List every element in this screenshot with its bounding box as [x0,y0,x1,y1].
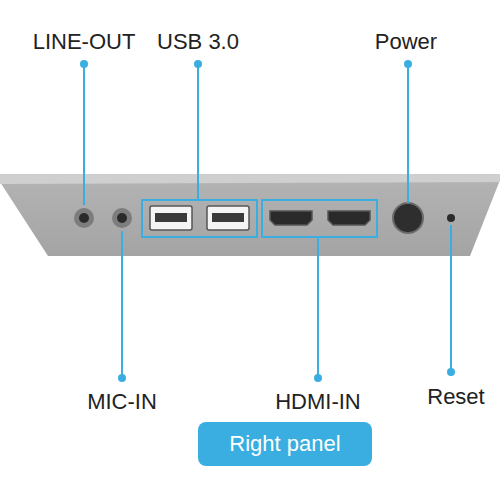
usb-group-frame [142,200,257,237]
panel-top-edge [0,174,500,184]
port-label: Reset [427,386,484,408]
leader-line [118,231,126,382]
leader-line [80,60,88,205]
device-panel [0,174,500,256]
audio-jack [112,208,132,228]
reset-hole [447,214,455,222]
leader-line [447,225,455,376]
usb-port [150,206,192,230]
port-label: MIC-IN [87,391,157,413]
panel-badge: Right panel [198,422,372,466]
port-label: LINE-OUT [33,31,136,53]
leader-line [404,60,412,203]
leader-line [194,60,202,200]
port-label: Power [375,31,437,53]
port-label: HDMI-IN [275,391,361,413]
audio-jack [74,208,94,228]
hdmi-group-frame [262,200,377,237]
power-button [393,203,423,233]
badge-text: Right panel [229,433,340,455]
usb-port [207,206,249,230]
port-label: USB 3.0 [157,31,239,53]
leader-line [314,237,322,382]
hdmi-port [270,211,312,225]
hdmi-port [328,211,370,225]
